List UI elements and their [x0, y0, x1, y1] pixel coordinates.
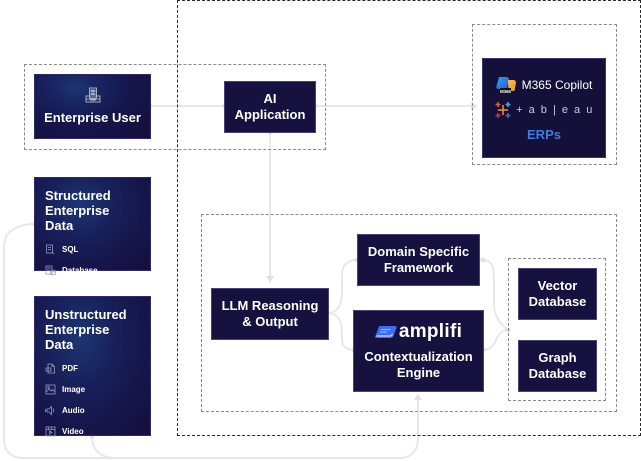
- audio-icon: [45, 405, 55, 415]
- enterprise-user-node[interactable]: Enterprise User: [34, 74, 151, 139]
- m365-copilot-icon: M365: [496, 76, 516, 94]
- connector-structured-loop: [3, 223, 419, 459]
- connector-unstructured-loop: [91, 435, 117, 459]
- enterprise-user-label: Enterprise User: [44, 110, 141, 125]
- amplifi-logo-icon: [374, 326, 397, 338]
- unstructured-title-2: Enterprise Data: [45, 322, 110, 352]
- reasoning-group: [201, 214, 617, 412]
- graph-database-node[interactable]: Graph Database: [518, 340, 597, 392]
- ai-application-label-2: Application: [234, 107, 306, 122]
- unstructured-item-pdf: PDF: [45, 361, 140, 375]
- erp-group: [472, 24, 617, 165]
- pdf-icon: [45, 363, 55, 373]
- building-icon: [85, 87, 100, 103]
- domain-framework-node[interactable]: Domain Specific Framework: [357, 234, 480, 286]
- m365-copilot-row: M365 M365 Copilot: [496, 75, 593, 95]
- connector-amplifi-db: [482, 329, 509, 351]
- svg-text:M365: M365: [500, 88, 512, 93]
- llm-label-1: LLM Reasoning: [221, 298, 319, 313]
- structured-item-database: Database: [45, 263, 140, 277]
- unstructured-data-node[interactable]: Unstructured Enterprise Data PDF Image A…: [34, 296, 151, 436]
- user-app-group: [24, 64, 326, 150]
- arrow-amplifi: [414, 394, 422, 400]
- erps-node[interactable]: M365 M365 Copilot + a b | e a u ERPs: [482, 58, 606, 158]
- unstructured-title-1: Unstructured: [45, 307, 127, 322]
- llm-reasoning-node[interactable]: LLM Reasoning & Output: [211, 288, 329, 340]
- erps-label: ERPs: [527, 126, 561, 142]
- structured-item-sql: SQL: [45, 242, 140, 256]
- tableau-icon: [495, 101, 511, 118]
- ai-application-node[interactable]: AI Application: [224, 81, 316, 133]
- amplifi-label-1: Contextualization: [364, 349, 473, 364]
- tableau-row: + a b | e a u: [494, 101, 594, 119]
- m365-copilot-label: M365 Copilot: [521, 77, 593, 92]
- amplifi-brand: amplifi: [398, 321, 463, 342]
- database-icon: [45, 265, 56, 275]
- amplifi-logo: amplifi: [374, 321, 463, 343]
- connector-llm-amplifi: [326, 312, 355, 351]
- amplifi-label-2: Engine: [396, 365, 441, 380]
- unstructured-item-audio: Audio: [45, 403, 140, 417]
- video-icon: [45, 426, 56, 436]
- arrow-llm: [266, 276, 274, 282]
- tableau-label: + a b | e a u: [516, 103, 594, 116]
- vector-label-2: Database: [528, 294, 587, 309]
- ai-application-label-1: AI: [263, 91, 277, 106]
- unstructured-item-video: Video: [45, 424, 140, 438]
- structured-data-node[interactable]: Structured Enterprise Data SQL Database: [34, 177, 151, 275]
- graph-label-2: Database: [528, 366, 587, 381]
- unstructured-item-image: Image: [45, 382, 140, 396]
- llm-label-2: & Output: [242, 314, 298, 329]
- vector-label-1: Vector: [537, 278, 578, 293]
- connector-llm-domain: [326, 259, 358, 314]
- database-group: [508, 258, 606, 401]
- graph-label-1: Graph: [538, 350, 577, 365]
- contextualization-engine-node[interactable]: amplifi Contextualization Engine: [353, 310, 484, 392]
- domain-label-2: Framework: [383, 260, 454, 275]
- structured-title-1: Structured: [45, 188, 111, 203]
- vector-database-node[interactable]: Vector Database: [518, 268, 597, 320]
- domain-label-1: Domain Specific: [367, 244, 470, 259]
- structured-title-2: Enterprise Data: [45, 203, 110, 233]
- connector-domain-db: [482, 259, 509, 331]
- sql-file-icon: [46, 244, 55, 254]
- image-icon: [45, 384, 56, 394]
